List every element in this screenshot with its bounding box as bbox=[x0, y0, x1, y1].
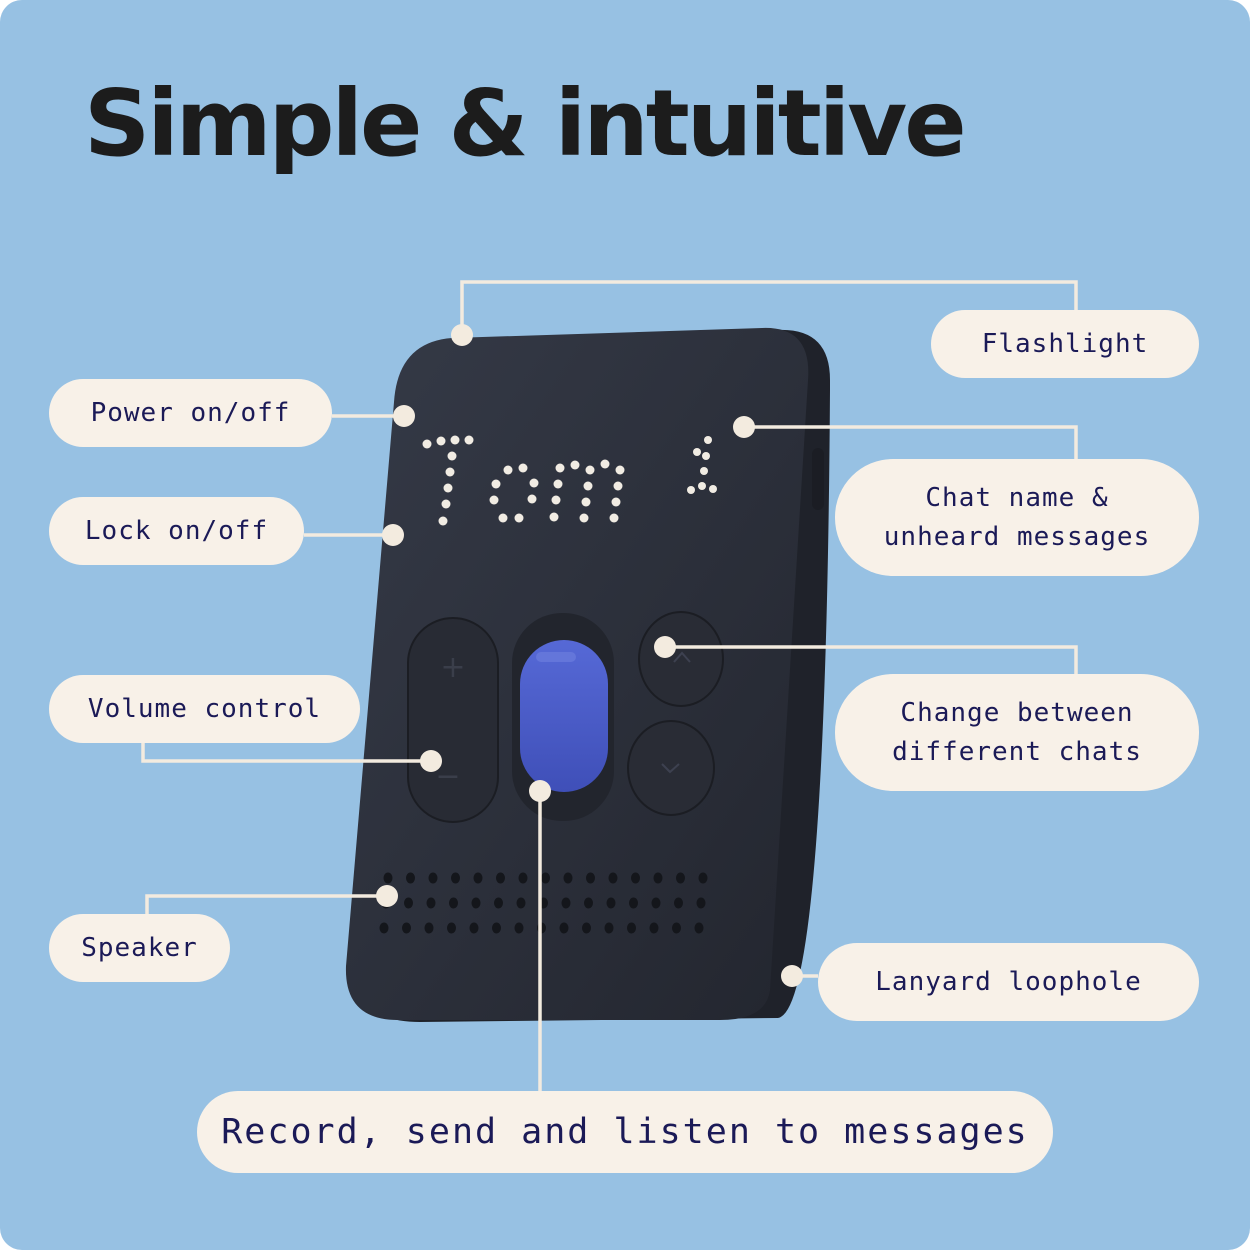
speaker-hole bbox=[469, 922, 479, 934]
speaker-hole bbox=[606, 897, 616, 909]
speaker-hole bbox=[582, 922, 591, 934]
speaker-hole bbox=[559, 922, 569, 934]
speaker-hole bbox=[653, 872, 663, 884]
speaker-hole bbox=[586, 872, 595, 884]
speaker-hole bbox=[492, 922, 501, 934]
speaker-hole bbox=[449, 897, 458, 909]
label-lanyard: Lanyard loophole bbox=[818, 943, 1199, 1021]
record-button[interactable] bbox=[512, 613, 614, 821]
speaker-hole bbox=[516, 897, 526, 909]
speaker-hole bbox=[674, 897, 683, 909]
speaker-hole bbox=[608, 872, 618, 884]
speaker-hole bbox=[694, 922, 704, 934]
speaker-hole bbox=[471, 897, 481, 909]
label-volume: Volume control bbox=[49, 675, 360, 743]
speaker-hole bbox=[541, 872, 550, 884]
label-power: Power on/off bbox=[49, 379, 332, 447]
label-record: Record, send and listen to messages bbox=[197, 1091, 1053, 1173]
speaker-hole bbox=[696, 897, 706, 909]
label-change-chats: Change between different chats bbox=[835, 674, 1199, 791]
speaker-hole bbox=[426, 897, 436, 909]
speaker-hole bbox=[379, 922, 389, 934]
speaker-hole bbox=[447, 922, 456, 934]
speaker-hole bbox=[561, 897, 571, 909]
speaker-hole bbox=[402, 922, 411, 934]
label-lock: Lock on/off bbox=[49, 497, 304, 565]
speaker-hole bbox=[698, 872, 708, 884]
callout-lines bbox=[141, 280, 1078, 1092]
speaker-hole bbox=[651, 897, 661, 909]
speaker-hole bbox=[404, 897, 413, 909]
svg-text:+: + bbox=[440, 650, 465, 685]
label-speaker: Speaker bbox=[49, 914, 230, 982]
speaker-hole bbox=[629, 897, 638, 909]
callout-dots bbox=[376, 324, 803, 987]
speaker-hole bbox=[496, 872, 505, 884]
speaker-hole bbox=[424, 922, 434, 934]
speaker-hole bbox=[672, 922, 681, 934]
speaker-hole bbox=[473, 872, 483, 884]
page-title: Simple & intuitive bbox=[84, 70, 967, 177]
speaker-hole bbox=[451, 872, 460, 884]
speaker-hole bbox=[383, 872, 393, 884]
nav-up-button[interactable] bbox=[638, 611, 724, 707]
speaker-hole bbox=[627, 922, 636, 934]
volume-rocker[interactable]: + − bbox=[407, 617, 499, 823]
speaker-hole bbox=[518, 872, 528, 884]
label-chat-name: Chat name & unheard messages bbox=[835, 459, 1199, 576]
label-flashlight: Flashlight bbox=[931, 310, 1199, 378]
speaker-hole bbox=[604, 922, 614, 934]
dot-matrix-display bbox=[422, 435, 717, 526]
side-button bbox=[812, 448, 824, 510]
speaker-hole bbox=[631, 872, 640, 884]
speaker-hole bbox=[514, 922, 524, 934]
speaker-hole bbox=[563, 872, 573, 884]
speaker-hole bbox=[494, 897, 503, 909]
speaker-hole bbox=[406, 872, 415, 884]
speaker-hole bbox=[649, 922, 659, 934]
speaker-hole bbox=[584, 897, 593, 909]
nav-down-button[interactable] bbox=[627, 720, 715, 816]
speaker-hole bbox=[428, 872, 438, 884]
speaker-hole bbox=[676, 872, 685, 884]
